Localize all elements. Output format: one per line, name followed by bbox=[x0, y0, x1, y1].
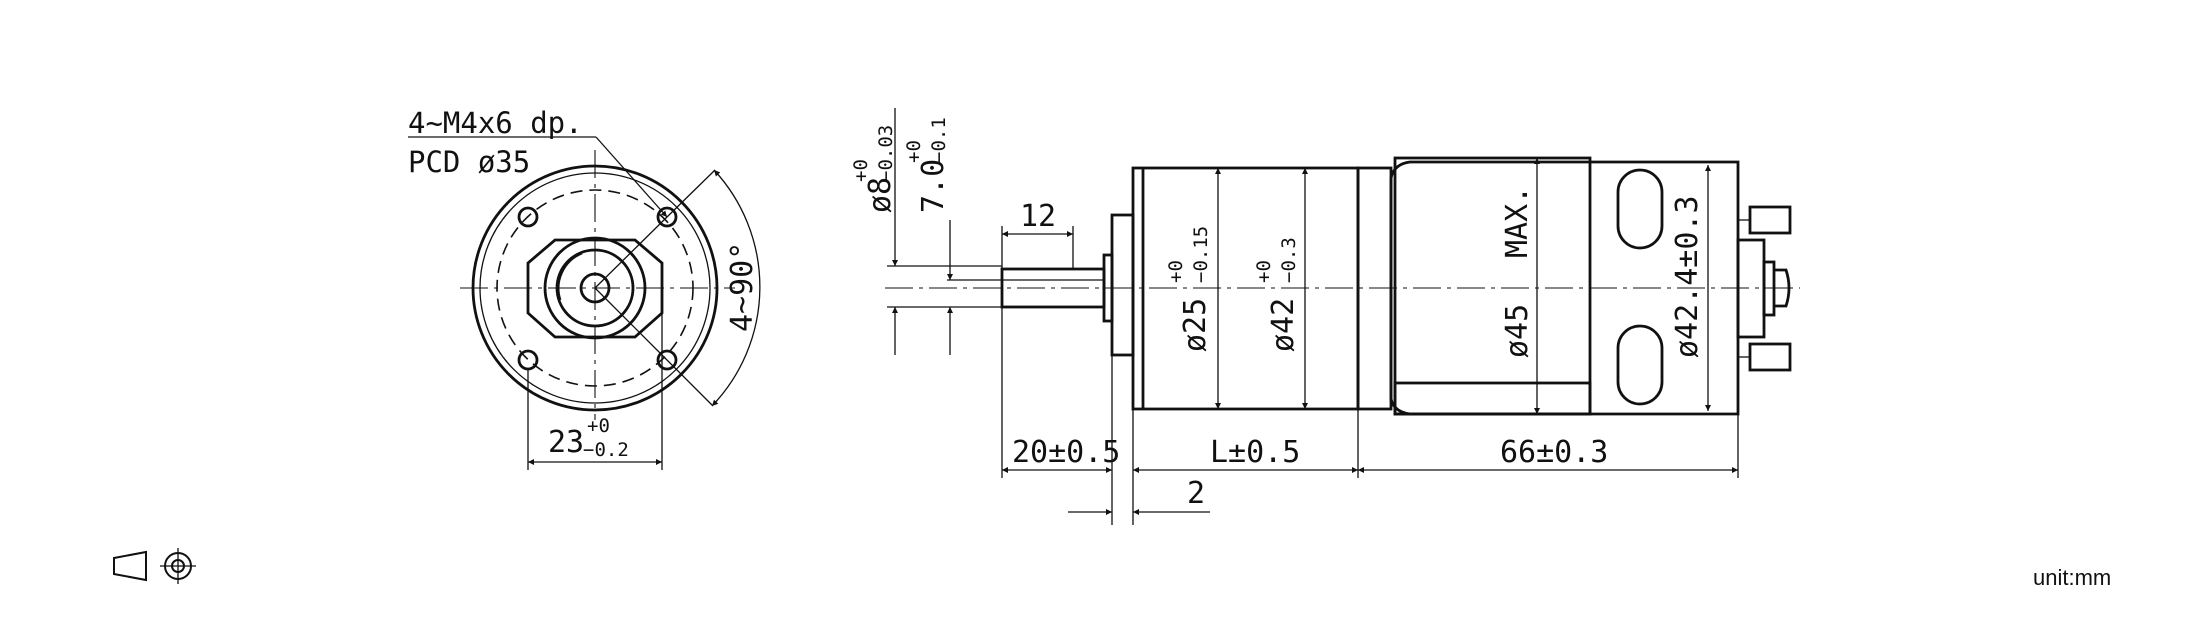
side-view: ø8 +0 −0.03 7.0 +0 −0.1 12 ø25 +0 −0.15 … bbox=[850, 108, 1800, 525]
width-lower: −0.2 bbox=[583, 439, 629, 461]
shaft-dia-upper: +0 bbox=[850, 159, 872, 182]
boss-dia-base: ø25 bbox=[1178, 298, 1213, 352]
motor-nub bbox=[1774, 268, 1791, 308]
motor-max-label: MAX. bbox=[1500, 186, 1535, 258]
unit-label: unit:mm bbox=[2033, 565, 2112, 590]
shaft-dia-lower: −0.03 bbox=[875, 125, 897, 182]
motor-end-dia-label: ø42.4±0.3 bbox=[1670, 195, 1705, 358]
angle-ext-1 bbox=[666, 169, 716, 218]
motor-slot-top bbox=[1616, 168, 1664, 250]
gear-dia-lower: −0.3 bbox=[1278, 237, 1300, 283]
motor-dia-label: ø45 bbox=[1500, 304, 1535, 358]
terminal-bottom bbox=[1748, 342, 1792, 372]
motor-slot-bottom bbox=[1616, 324, 1664, 406]
gear-dia-upper: +0 bbox=[1253, 260, 1275, 283]
front-boss bbox=[526, 238, 664, 339]
terminal-top bbox=[1748, 205, 1792, 235]
boss-dia-upper: +0 bbox=[1165, 260, 1187, 283]
angle-label: 4~90° bbox=[725, 242, 760, 332]
shaft-len-label: 12 bbox=[1020, 199, 1056, 234]
motor-label-band bbox=[1393, 381, 1592, 416]
width-base: 23 bbox=[548, 425, 584, 460]
flat-base: 7.0 bbox=[916, 159, 951, 213]
motor-length-label: 66±0.3 bbox=[1500, 435, 1608, 470]
front-diag-1 bbox=[594, 216, 668, 289]
angle-ext-2 bbox=[666, 359, 713, 406]
motor-can bbox=[1393, 156, 1592, 416]
flat-lower: −0.1 bbox=[928, 117, 950, 163]
output-boss bbox=[1110, 213, 1135, 357]
motor-bearing bbox=[1762, 260, 1776, 317]
thickness-label: 2 bbox=[1187, 476, 1205, 511]
hole-note-line2: PCD ø35 bbox=[408, 145, 530, 179]
gear-length-label: L±0.5 bbox=[1210, 435, 1300, 470]
gear-dia-base: ø42 bbox=[1266, 298, 1301, 352]
mount-hole-bl bbox=[517, 349, 539, 371]
first-angle-projection-icon bbox=[113, 548, 196, 584]
front-view: 4~M4x6 dp. PCD ø35 4~90° 23 +0 −0.2 bbox=[408, 106, 761, 470]
shaft-ext-label: 20±0.5 bbox=[1012, 435, 1120, 470]
mount-hole-br bbox=[656, 349, 678, 371]
mount-hole-tl bbox=[517, 206, 539, 228]
hole-note-leader bbox=[595, 136, 668, 218]
angle-arc bbox=[711, 169, 761, 407]
hole-note-line1: 4~M4x6 dp. bbox=[408, 106, 583, 140]
front-flat-arc bbox=[556, 251, 583, 301]
shaft-dia-base: ø8 bbox=[863, 177, 898, 213]
boss-dia-lower: −0.15 bbox=[1190, 226, 1212, 283]
front-diag-2 bbox=[594, 287, 668, 361]
flat-upper: +0 bbox=[903, 140, 925, 163]
width-upper: +0 bbox=[587, 415, 610, 437]
mount-hole-tr bbox=[656, 206, 678, 228]
